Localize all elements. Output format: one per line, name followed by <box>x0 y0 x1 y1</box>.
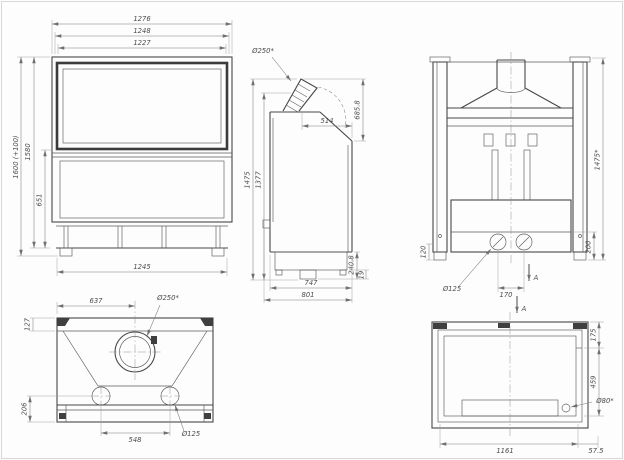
dim-label: 548 <box>129 436 143 444</box>
dim-front-width-base: 1245 <box>56 258 228 276</box>
dim-label: 57.5 <box>588 447 603 455</box>
dim-label: 1600 (+100) <box>12 135 20 178</box>
dim-label: 459 <box>590 376 598 389</box>
dim-side-depth-body: 747 <box>269 255 353 303</box>
dim-label: 1276 <box>133 15 151 23</box>
section-cut-marker-1: A <box>527 264 539 282</box>
dim-top-front-depth: 206 <box>21 395 91 423</box>
dim-side-foot-height: 19 <box>349 269 369 280</box>
rear-view: 1475* 200 120 Ø125 170 A A <box>420 52 606 313</box>
dim-front-width-mid: 1248 <box>54 27 230 54</box>
side-hole <box>561 403 571 413</box>
dim-label: 127 <box>24 317 32 331</box>
rear-post-left <box>432 61 448 253</box>
dim-label: 1227 <box>133 39 151 47</box>
dim-label: Ø80* <box>595 397 614 405</box>
dim-top-outlet-diameter: Ø125 <box>174 404 200 438</box>
dim-label: 175 <box>590 329 598 342</box>
dim-label: 1161 <box>496 447 513 455</box>
dim-front-height-body: 1580 <box>24 57 50 249</box>
dim-rear-outlet-spacing: 170 <box>497 251 525 299</box>
side-view: Ø250* 514 685.8 1475 1377 240.8 <box>244 47 369 303</box>
air-slot <box>527 133 538 147</box>
front-foot-right <box>211 247 225 257</box>
front-glass-frame <box>55 61 229 151</box>
dim-front-height-lower: 651 <box>36 149 52 248</box>
dim-side-top-depth: 514 <box>301 113 353 138</box>
dim-section-inner-width: 1161 <box>439 424 579 455</box>
dim-label: 206 <box>21 402 29 416</box>
dim-label: Ø250* <box>156 294 179 302</box>
dim-label: 651 <box>36 194 44 207</box>
dim-label: 1377 <box>255 171 263 189</box>
outlet-right <box>515 233 533 251</box>
dim-label: 1580 <box>24 143 32 160</box>
dim-top-flue-offset: 637 <box>56 297 135 314</box>
section-cut-marker-2: A <box>515 296 527 313</box>
dim-side-height-overall: 1475 <box>244 78 298 281</box>
front-body-outline <box>51 56 233 223</box>
dim-label: 685.8 <box>354 100 362 120</box>
dim-rear-outlet-diameter: Ø125 <box>442 248 492 293</box>
dim-top-outlet-spacing: 548 <box>100 406 171 444</box>
dim-label: 801 <box>302 291 315 299</box>
section-label: A <box>533 274 539 282</box>
dim-section-side-offset: 57.5 <box>578 436 604 455</box>
dim-label: 1248 <box>133 27 151 35</box>
dim-side-flue-diameter: Ø250* <box>251 47 292 82</box>
dim-label: 637 <box>90 297 104 305</box>
flue-swivel-arc <box>317 86 347 129</box>
dim-label: 1475 <box>244 171 252 188</box>
dim-top-rear-depth: 127 <box>24 317 55 332</box>
dim-label: 240.8 <box>348 255 356 275</box>
dim-front-height-overall: 1600 (+100) <box>12 56 58 257</box>
front-glass-pane <box>62 68 222 144</box>
front-view: 1276 1248 1227 1600 (+100) 1580 651 <box>12 15 233 276</box>
dim-label: 1245 <box>133 263 150 271</box>
section-label: A <box>521 305 527 313</box>
dim-label: 1475* <box>594 149 602 170</box>
dim-label: Ø125 <box>442 285 461 293</box>
outlet-left <box>489 233 507 251</box>
dim-side-flue-height: 685.8 <box>303 78 366 142</box>
dim-label: 19 <box>358 271 366 280</box>
rear-post-right <box>572 61 588 253</box>
air-slot <box>505 133 516 147</box>
side-base <box>274 251 348 271</box>
dim-label: 514 <box>321 117 334 125</box>
dim-side-base-height: 240.8 <box>318 251 369 280</box>
dim-section-inner-height: 459 <box>584 348 604 417</box>
dim-rear-height-lower: 200 <box>573 231 597 260</box>
dim-front-width-outer: 1276 <box>51 15 233 54</box>
dim-rear-base-height: 120 <box>420 243 434 261</box>
front-lower-panel <box>59 160 225 219</box>
dim-label: 200 <box>585 241 593 254</box>
dim-label: 170 <box>500 291 513 299</box>
dim-label: 120 <box>420 246 428 259</box>
dim-rear-height-overall: 1475* <box>588 57 606 261</box>
front-foot-left <box>59 247 73 257</box>
section-aa-view: 175 459 Ø80* 1161 57.5 <box>431 312 614 455</box>
dim-label: Ø125 <box>181 430 200 438</box>
dim-label: 747 <box>305 279 319 287</box>
dim-side-depth-overall: 801 <box>263 230 352 303</box>
dim-front-width-inner: 1227 <box>57 39 227 54</box>
top-view: 637 Ø250* 127 206 548 Ø125 <box>21 294 214 444</box>
air-slot <box>483 133 494 147</box>
dim-section-hole-diameter: Ø80* <box>570 397 614 408</box>
dim-label: Ø250* <box>251 47 274 55</box>
side-foot <box>299 269 317 280</box>
dim-top-flue-diameter: Ø250* <box>146 294 179 337</box>
